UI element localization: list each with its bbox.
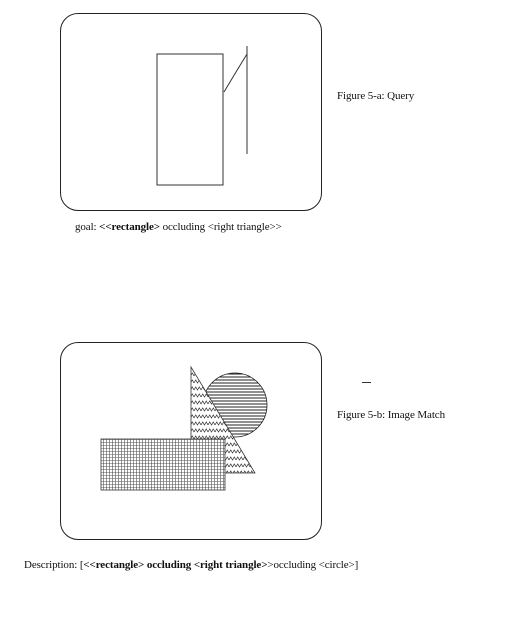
- match-panel: [60, 342, 322, 540]
- goal-triangle-term: <right triangle>: [207, 221, 276, 233]
- match-description-text: Description: [<<rectangle> occluding <ri…: [24, 559, 358, 572]
- match-image: [100, 365, 268, 491]
- query-rectangle: [156, 53, 224, 186]
- desc-occluding: occluding: [144, 559, 194, 571]
- goal-suffix: >: [275, 221, 282, 233]
- query-sketch: [156, 46, 248, 186]
- desc-suffix: >occluding <circle>]: [267, 559, 359, 571]
- desc-rectangle-term: <<rectangle>: [83, 559, 145, 571]
- desc-triangle-term: <right triangle>: [193, 559, 268, 571]
- goal-prefix: goal:: [75, 221, 100, 233]
- match-rectangle: [100, 438, 226, 491]
- desc-prefix: Description: [: [24, 559, 84, 571]
- figure-5b-caption: Figure 5-b: Image Match: [337, 409, 445, 421]
- dash-mark: [362, 382, 371, 383]
- query-panel: [60, 13, 322, 211]
- query-triangle-hypotenuse: [223, 53, 248, 93]
- figure-5a-caption: Figure 5-a: Query: [337, 90, 415, 102]
- query-goal-text: goal: <<rectangle> occluding <right tria…: [75, 221, 282, 234]
- goal-rectangle-term: <<rectangle>: [99, 221, 160, 233]
- goal-occluding: occluding: [159, 221, 208, 233]
